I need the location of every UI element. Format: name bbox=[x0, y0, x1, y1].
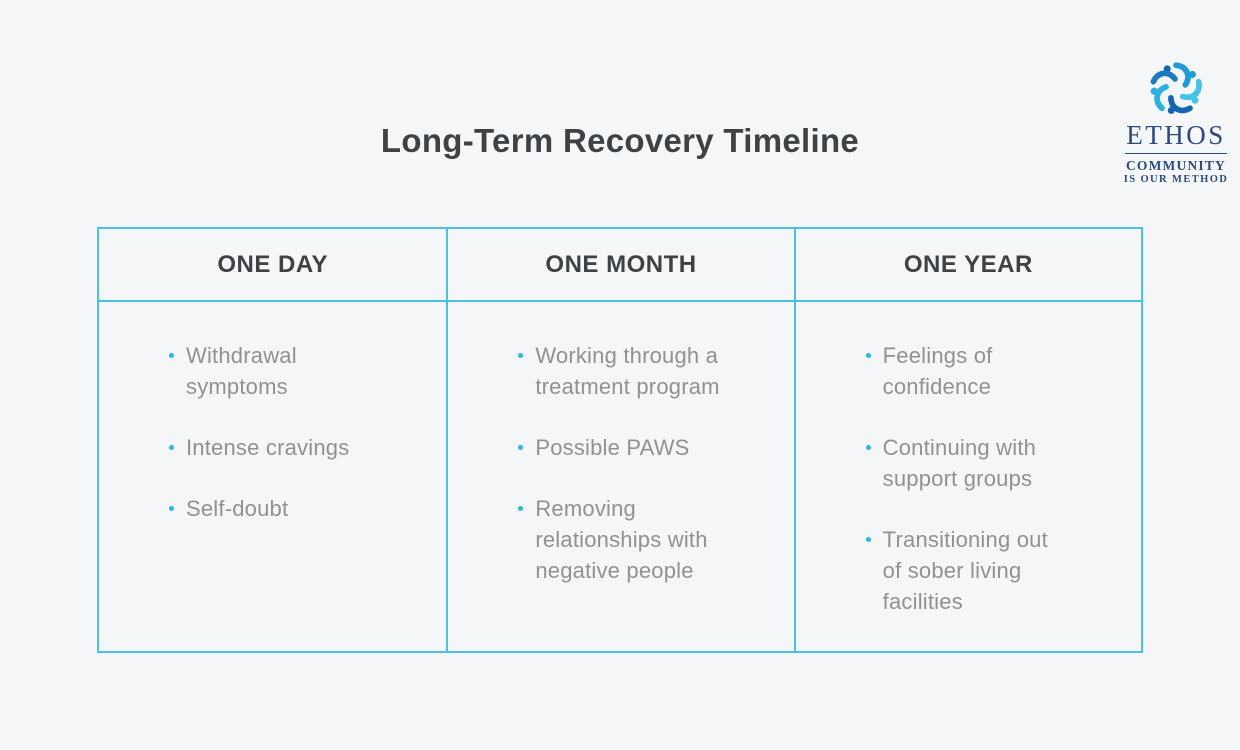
bullet-list-one-day: Withdrawal symptoms Intense cravings Sel… bbox=[169, 340, 371, 524]
list-item-text: Removing relationships with negative peo… bbox=[535, 496, 708, 583]
bullet-dot-icon bbox=[865, 445, 871, 450]
ethos-logo: ETHOS COMMUNITY IS OUR METHOD bbox=[1120, 58, 1232, 187]
column-header-one-day: ONE DAY bbox=[99, 229, 447, 302]
page-title: Long-Term Recovery Timeline bbox=[380, 122, 860, 159]
list-item: Withdrawal symptoms bbox=[169, 340, 371, 402]
list-item-text: Withdrawal symptoms bbox=[186, 343, 297, 399]
timeline-table: ONE DAY Withdrawal symptoms Intense crav… bbox=[97, 227, 1143, 653]
bullet-list-one-year: Feelings of confidence Continuing with s… bbox=[865, 340, 1068, 617]
bullet-dot-icon bbox=[865, 353, 871, 358]
bullet-list-one-month: Working through a treatment program Poss… bbox=[518, 340, 720, 586]
bullet-dot-icon bbox=[169, 506, 174, 511]
logo-divider bbox=[1125, 152, 1227, 154]
bullet-dot-icon bbox=[518, 353, 524, 358]
bullet-dot-icon bbox=[169, 445, 174, 450]
list-item: Removing relationships with negative peo… bbox=[518, 493, 720, 586]
bullet-dot-icon bbox=[518, 445, 524, 450]
bullet-dot-icon bbox=[518, 506, 524, 511]
logo-wordmark: ETHOS bbox=[1126, 120, 1226, 150]
bullet-dot-icon bbox=[865, 537, 871, 542]
list-item: Continuing with support groups bbox=[865, 432, 1068, 494]
list-item: Intense cravings bbox=[169, 432, 371, 463]
column-one-year: ONE YEAR Feelings of confidence Continui… bbox=[793, 229, 1141, 651]
list-item: Working through a treatment program bbox=[518, 340, 720, 402]
list-item: Transitioning out of sober living facili… bbox=[865, 524, 1068, 617]
logo-tagline-line2: IS OUR METHOD bbox=[1123, 174, 1229, 186]
column-body-one-month: Working through a treatment program Poss… bbox=[448, 302, 793, 616]
list-item: Self-doubt bbox=[169, 493, 371, 524]
list-item-text: Working through a treatment program bbox=[535, 343, 720, 399]
list-item-text: Continuing with support groups bbox=[882, 435, 1037, 491]
list-item-text: Self-doubt bbox=[186, 496, 289, 521]
list-item: Feelings of confidence bbox=[865, 340, 1068, 402]
list-item-text: Feelings of confidence bbox=[882, 343, 993, 399]
column-header-one-year: ONE YEAR bbox=[795, 229, 1141, 302]
list-item-text: Possible PAWS bbox=[535, 435, 690, 460]
column-body-one-day: Withdrawal symptoms Intense cravings Sel… bbox=[99, 302, 446, 554]
logo-tagline-line1: COMMUNITY bbox=[1125, 157, 1227, 173]
column-one-month: ONE MONTH Working through a treatment pr… bbox=[446, 229, 794, 651]
column-body-one-year: Feelings of confidence Continuing with s… bbox=[796, 302, 1141, 647]
column-header-one-month: ONE MONTH bbox=[448, 229, 794, 302]
column-one-day: ONE DAY Withdrawal symptoms Intense crav… bbox=[99, 229, 447, 651]
bullet-dot-icon bbox=[169, 353, 174, 358]
list-item: Possible PAWS bbox=[518, 432, 720, 463]
list-item-text: Intense cravings bbox=[186, 435, 350, 460]
list-item-text: Transitioning out of sober living facili… bbox=[882, 527, 1048, 614]
ethos-community-swirl-icon bbox=[1150, 62, 1202, 114]
